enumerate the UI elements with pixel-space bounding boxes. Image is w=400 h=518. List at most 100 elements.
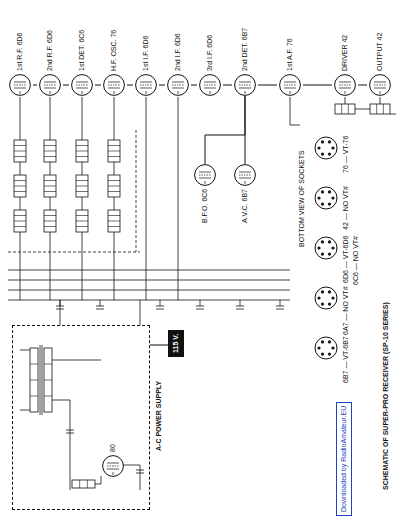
wire (290, 125, 300, 126)
socket-pin (331, 346, 334, 349)
coil-winding (14, 156, 26, 157)
tube-electrode (108, 82, 120, 83)
wire (100, 300, 101, 306)
socket-pin (321, 140, 324, 143)
socket-pin (317, 196, 320, 199)
coil-winding (108, 180, 120, 181)
coil-winding (14, 191, 26, 192)
tube-electrode (76, 85, 88, 86)
wire (290, 97, 291, 125)
wire-connector (245, 96, 246, 164)
coil-winding (44, 221, 56, 222)
watermark-box: Downloaded by RadioAmateur.EU (336, 402, 352, 516)
tube-envelope (72, 75, 93, 96)
wire (96, 309, 104, 310)
wire (178, 97, 179, 300)
socket-outline (314, 336, 338, 360)
coil-winding (76, 191, 88, 192)
socket-outline (315, 187, 337, 209)
socket-pin (321, 152, 324, 155)
coil-winding (108, 151, 120, 152)
tube-label: 3rd I.F. 6D6 (206, 35, 214, 71)
wire-connector (33, 85, 37, 86)
coil-winding (383, 104, 384, 114)
socket-pin (317, 296, 320, 299)
tube-envelope (168, 75, 189, 96)
socket-pin (321, 290, 324, 293)
wire (123, 465, 140, 466)
tube-electrode (108, 88, 120, 89)
coil-winding (76, 151, 88, 152)
coil-symbol (44, 348, 52, 412)
tube-label: 2nd R.F. 6D6 (46, 30, 54, 71)
wire (140, 300, 141, 325)
coil-winding (30, 380, 38, 381)
tube-envelope (100, 455, 126, 477)
tube-electrode (239, 85, 251, 86)
socket-pin (328, 152, 331, 155)
wire (276, 309, 284, 310)
tube-label: DRIVER 42 (341, 35, 349, 71)
socket-pin (321, 202, 324, 205)
socket-pin (328, 240, 331, 243)
socket-pin (317, 346, 320, 349)
tube-label: A.V.C. 6B7 (241, 189, 249, 223)
coil-winding (108, 156, 120, 157)
coil-symbol (76, 175, 88, 197)
rectifier-tube: 80 (100, 444, 126, 477)
wire (20, 97, 21, 300)
tube-label: 2nd DET. 6B7 (241, 28, 249, 71)
tube-electrode (284, 82, 296, 83)
coil-winding (76, 226, 88, 227)
tube-electrode (44, 85, 56, 86)
tube-symbol: B.F.O. 6C6 (192, 164, 218, 223)
wire (42, 345, 43, 415)
tube-envelope (165, 74, 191, 96)
wire (200, 300, 201, 306)
coil-winding (44, 156, 56, 157)
tube-envelope (10, 75, 31, 96)
coil-winding (44, 396, 52, 397)
tube-electrode (205, 181, 206, 184)
tube-envelope (235, 75, 256, 96)
socket-outline (314, 286, 338, 310)
wire (40, 345, 41, 415)
coil-winding (14, 215, 26, 216)
coil-winding (348, 104, 349, 114)
tube-label: H.F. OSC. 76 (110, 30, 118, 71)
tube-electrode (44, 88, 56, 89)
note-label: BOTTOM VIEW OF SOCKETS (298, 150, 306, 247)
tube-label: 6A7 — NO VT# (342, 286, 350, 335)
tube-envelope (280, 75, 301, 96)
socket-outline (314, 236, 338, 260)
tube-electrode (199, 172, 211, 173)
coil-winding (44, 180, 56, 181)
tube-electrode (380, 91, 381, 94)
coil-winding (108, 186, 120, 187)
band-switch-link (136, 130, 137, 252)
tube-label: 6B7 — VT-6B7 (342, 336, 350, 383)
tube-envelope (195, 165, 216, 186)
coil-winding (76, 186, 88, 187)
tube-electrode (172, 88, 184, 89)
power-supply-box: A-C POWER SUPPLY80 (12, 325, 150, 510)
socket-pin (328, 340, 331, 343)
coil-winding (108, 221, 120, 222)
tube-symbol: 3rd I.F. 6D6 (197, 35, 223, 96)
tube-envelope (367, 74, 393, 96)
tube-envelope (232, 74, 258, 96)
wire (146, 97, 147, 300)
socket-pin (328, 352, 331, 355)
tube-symbol: 1st A.F. 76 (277, 38, 303, 96)
wire (101, 476, 102, 484)
tube-electrode (204, 85, 216, 86)
tube-electrode (210, 91, 211, 94)
tube-label: Downloaded by RadioAmateur.EU (340, 406, 348, 512)
wire-connector (191, 85, 197, 86)
tube-label: 1st DET. 6C6 (78, 30, 86, 71)
coil-winding (14, 151, 26, 152)
coil-symbol (76, 140, 88, 162)
wire (66, 433, 74, 434)
wire (96, 306, 104, 307)
